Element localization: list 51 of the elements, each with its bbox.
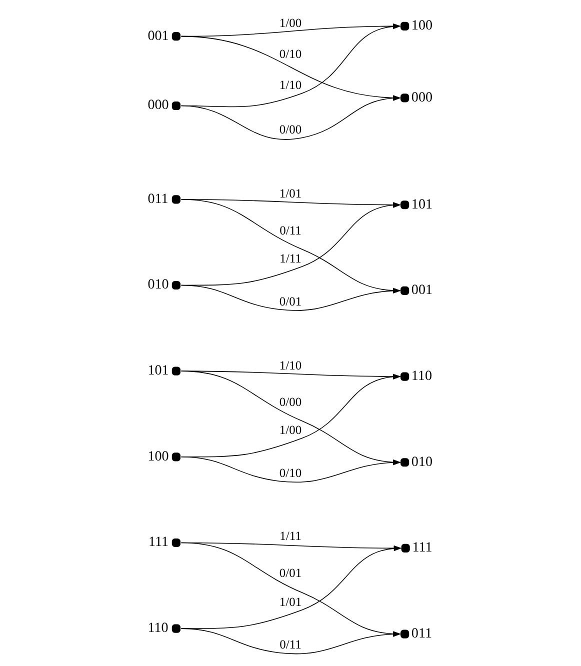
node-circle	[400, 200, 410, 210]
node-circle	[172, 32, 180, 41]
node-circle	[400, 94, 410, 102]
edge-label: 0/10	[279, 47, 302, 62]
edge-label: 0/01	[279, 566, 302, 580]
node-circle	[172, 624, 180, 633]
node-circle	[400, 630, 410, 638]
node-circle	[400, 458, 410, 467]
node-label: 101	[411, 196, 432, 212]
edge-label: 1/11	[280, 529, 302, 544]
node-label: 101	[148, 362, 169, 378]
node-label: 100	[411, 18, 432, 34]
node-circle	[172, 366, 180, 376]
node-circle	[172, 195, 180, 204]
node-circle	[172, 280, 180, 290]
node-label: 000	[411, 89, 432, 106]
node-circle	[401, 544, 410, 552]
edge-label: 0/10	[279, 466, 302, 480]
node-label: 111	[412, 540, 432, 556]
edge-label: 0/11	[280, 638, 302, 652]
edge-label: 0/00	[279, 122, 302, 137]
node-label: 010	[148, 276, 169, 293]
node-label: 000	[148, 97, 169, 114]
node-label: 001	[148, 28, 169, 44]
edge-label: 0/11	[280, 223, 302, 238]
node-circle	[400, 286, 410, 295]
edge-label: 1/00	[279, 16, 302, 30]
edge-label: 1/10	[279, 358, 302, 372]
node-circle	[400, 22, 410, 30]
arrow	[180, 36, 401, 101]
arrow	[180, 95, 401, 140]
node-circle	[400, 372, 410, 381]
arrow	[180, 628, 401, 654]
edge-label: 0/01	[279, 294, 302, 308]
node-label: 100	[148, 448, 169, 464]
edge-label: 0/00	[279, 395, 302, 410]
node-label: 011	[148, 190, 168, 207]
edge-label: 1/01	[279, 186, 302, 201]
node-label: 110	[148, 620, 168, 636]
node-circle	[172, 538, 180, 548]
edge-label: 1/01	[279, 594, 302, 609]
edge-label: 1/00	[279, 423, 302, 438]
node-circle	[172, 101, 180, 110]
node-label: 110	[411, 368, 432, 384]
node-label: 010	[411, 454, 432, 470]
node-label: 011	[411, 625, 432, 642]
node-circle	[172, 452, 180, 462]
edge-label: 1/10	[279, 78, 302, 92]
node-label: 001	[411, 282, 432, 298]
node-label: 111	[148, 534, 168, 550]
edge-label: 1/11	[280, 251, 302, 266]
